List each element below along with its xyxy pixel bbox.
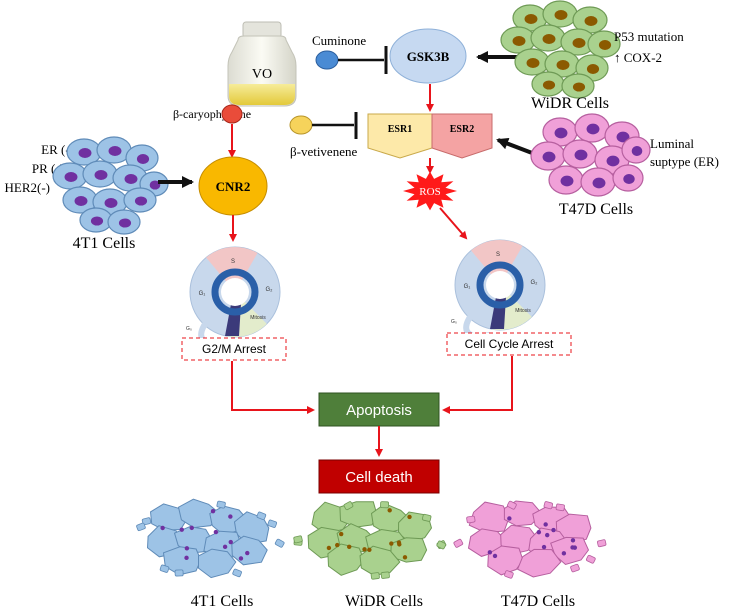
4t1-cell-cluster-top: [52, 136, 169, 235]
vetivenene-inhibition-line: [312, 112, 358, 139]
cell: [123, 187, 157, 213]
t47d-cells-label-bottom: T47D Cells: [501, 593, 575, 610]
g2m-arrest-box: [181, 337, 287, 361]
ros-burst-icon: [403, 171, 457, 211]
cell: [52, 162, 88, 190]
cox2-label: ↑ COX-2: [614, 50, 662, 65]
cuminone-label: Cuminone: [312, 33, 366, 48]
cuminone-molecule-icon: [315, 50, 339, 70]
cell-cycle-arrest-box: [446, 332, 572, 356]
cycle-mitosis-label: Mitosis: [250, 315, 266, 321]
cell: [82, 160, 118, 188]
cell-death-box: [318, 459, 440, 494]
cycle-g1-label: G₁: [199, 291, 206, 297]
luminal-label-line2: suptype (ER): [650, 154, 719, 169]
cell: [531, 71, 565, 97]
cell: [530, 141, 566, 171]
widr-apoptotic-cells: [293, 501, 447, 580]
cell: [542, 0, 578, 28]
cell: [612, 164, 644, 192]
cycle-g0-label: G₀: [186, 326, 192, 332]
gsk3b-node: [389, 28, 467, 84]
cell: [514, 48, 550, 76]
t47d-cells-label-top: T47D Cells: [559, 201, 633, 218]
cell: [107, 209, 141, 235]
cell: [560, 28, 596, 56]
apoptosis-box: [318, 392, 440, 427]
cnr2-label: CNR2: [216, 179, 251, 194]
4t1-cells-label-bottom: 4T1 Cells: [191, 593, 254, 610]
cell: [574, 113, 610, 143]
er-status-label: ER (-): [41, 142, 74, 157]
cuminone-inhibition-line: [338, 46, 388, 74]
cell: [66, 138, 102, 166]
esr2-receptor: [431, 113, 493, 159]
vetivenene-molecule-icon: [289, 115, 313, 135]
cell: [548, 165, 584, 195]
vo-label: VO: [252, 67, 272, 82]
esr1-receptor: [367, 113, 433, 159]
g2m-arrest-label: G2/M Arrest: [202, 342, 267, 356]
t47d-cell-cluster-top: [530, 113, 651, 197]
cell: [92, 188, 128, 216]
cycle-mitosis-label: Mitosis: [515, 308, 531, 314]
cell: [561, 73, 595, 99]
her2-status-label: HER2(-): [5, 180, 51, 195]
gsk3b-label: GSK3B: [407, 49, 450, 64]
4t1-cells-label-top: 4T1 Cells: [73, 235, 136, 252]
cycle-g0-label: G₀: [451, 319, 457, 325]
apoptosis-label: Apoptosis: [346, 402, 412, 419]
luminal-label-line1: Luminal: [650, 136, 694, 151]
cell-death-label: Cell death: [345, 469, 413, 486]
cell: [530, 24, 566, 52]
g2m-to-apoptosis-arrow: [231, 361, 315, 414]
esr2-label: ESR2: [450, 124, 474, 135]
widr-cells-label-top: WiDR Cells: [531, 95, 609, 112]
cycle-s-label: S: [496, 252, 500, 258]
cell: [572, 6, 608, 34]
cell: [79, 207, 113, 233]
cell: [544, 50, 580, 78]
cell: [621, 136, 651, 164]
cell: [562, 139, 598, 169]
cell: [112, 164, 148, 192]
ros-label: ROS: [419, 186, 440, 198]
cycle-g1-label: G₁: [464, 284, 471, 290]
vo-oil-jar: [227, 21, 297, 107]
cell: [62, 186, 98, 214]
ros-to-cycle-arrow: [439, 207, 468, 240]
cell: [542, 117, 578, 147]
cell-cycle-diagram-right: SG₁G₂G₀MitosisCytokinesis: [451, 239, 546, 341]
caryophyllene-molecule-icon: [221, 104, 243, 124]
vetivenene-label: β-vetivenene: [290, 144, 357, 159]
4t1-apoptotic-cells: [136, 498, 285, 579]
p53-mutation-label: P53 mutation: [614, 29, 684, 44]
widr-cell-cluster-top: [500, 0, 621, 99]
t47d-apoptotic-cells: [453, 500, 607, 579]
cycle-g2-label: G₂: [531, 280, 539, 286]
cca-to-apoptosis-arrow: [442, 356, 513, 414]
widr-cells-label-bottom: WiDR Cells: [345, 593, 423, 610]
cycle-s-label: S: [231, 259, 235, 265]
cell-cycle-arrest-label: Cell Cycle Arrest: [465, 337, 554, 351]
cell: [500, 26, 536, 54]
cell: [580, 167, 616, 197]
esr1-label: ESR1: [388, 124, 412, 135]
cell: [587, 30, 621, 58]
cycle-g2-label: G₂: [266, 287, 274, 293]
cell-cycle-diagram-left: SG₁G₂G₀MitosisCytokinesis: [186, 246, 281, 348]
cell: [125, 144, 159, 172]
